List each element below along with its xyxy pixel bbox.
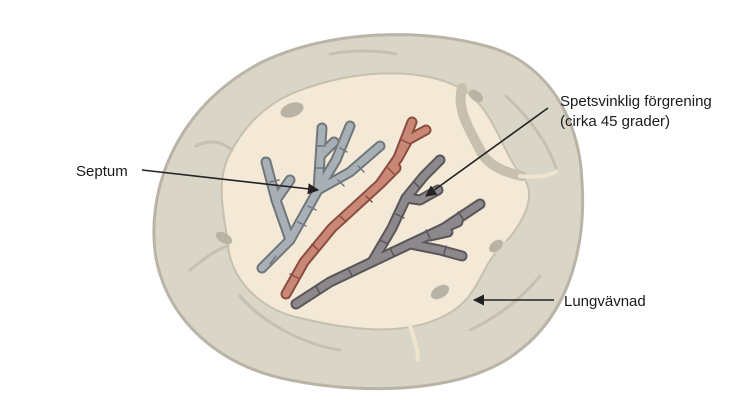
tissue-fold <box>188 244 230 272</box>
branching-label-line1: Spetsvinklig förgrening <box>560 93 712 110</box>
tissue-fold <box>518 170 558 179</box>
lung-tissue-label: Lungvävnad <box>564 293 646 310</box>
septum-marks <box>289 139 411 279</box>
branching-arrow <box>425 107 549 197</box>
tissue-fold <box>194 140 234 152</box>
hypha-gray <box>256 120 386 274</box>
septum-label: Septum <box>76 163 128 180</box>
tissue-fold <box>468 274 542 332</box>
septum-arrow <box>141 169 320 195</box>
tissue-fold <box>504 94 558 170</box>
tissue-fold <box>455 83 527 181</box>
hypha-red <box>280 116 432 300</box>
tissue-nucleus <box>489 239 503 253</box>
septum-marks <box>269 145 365 265</box>
branching-label-line2: (cirka 45 grader) <box>560 113 670 130</box>
tissue-nucleus <box>469 89 483 103</box>
lung-tissue <box>152 33 585 391</box>
tissue-fold <box>328 49 398 56</box>
hypha-dark <box>290 154 486 310</box>
tissue-nucleus <box>430 284 450 300</box>
septum-marks <box>315 181 465 295</box>
tissue-fold <box>238 294 342 352</box>
tissue-fold <box>493 225 559 256</box>
tissue-nucleus <box>215 231 233 245</box>
tissue-nucleus <box>280 102 304 118</box>
tissue-fold <box>408 324 420 362</box>
